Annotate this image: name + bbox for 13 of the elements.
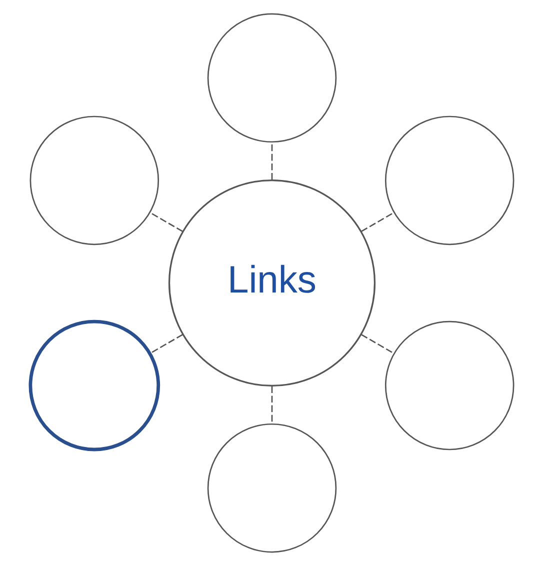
connector — [150, 212, 184, 232]
node-circle — [30, 116, 160, 246]
node-circle — [384, 116, 514, 246]
connector — [271, 386, 273, 424]
connector — [150, 334, 184, 354]
node-circle — [384, 320, 514, 450]
connector — [360, 334, 394, 354]
node-circle: Links — [168, 179, 376, 387]
connector — [360, 212, 394, 232]
node-circle — [207, 13, 337, 143]
node-circle — [28, 320, 160, 452]
connector — [271, 142, 273, 180]
node-circle — [207, 423, 337, 553]
